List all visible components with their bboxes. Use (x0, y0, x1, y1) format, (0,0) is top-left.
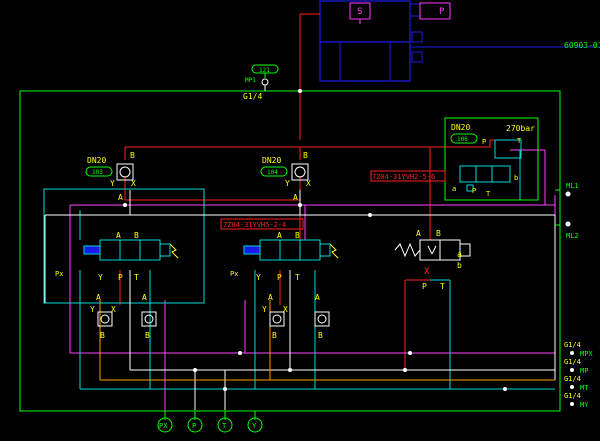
cartridge-valve-left: DN20 103 B Y X A A B Px Y P T A Y X B A … (55, 151, 179, 340)
middle-port-p: P (277, 273, 282, 282)
relief-bottom-p: P (472, 187, 476, 195)
mp-label: MP (580, 367, 588, 375)
middle-tag: 7Z04-31YVH5-2-4 (223, 221, 286, 229)
left-spool-b: B (134, 231, 139, 240)
relief-port-p: P (482, 138, 486, 146)
my-thread: G1/4 (564, 392, 581, 400)
middle-check-a2: A (315, 293, 320, 302)
left-port-p: P (118, 273, 123, 282)
relief-bubble: 106 (457, 136, 468, 143)
left-port-px: Px (55, 270, 63, 278)
left-spool-a: A (116, 231, 121, 240)
pilot-lines (69, 149, 556, 420)
pressure-relief-block: DN20 106 270bar P T a b P T 7Z04-31YVH2-… (370, 117, 539, 201)
right-port-b: B (436, 229, 441, 238)
pressure-lines (119, 139, 500, 370)
middle-port-t: T (295, 273, 300, 282)
left-port-b: B (130, 151, 135, 160)
junction-dots (123, 89, 507, 391)
relief-bottom-t: T (486, 190, 491, 198)
relief-port-b: b (514, 174, 518, 182)
relief-port-a: a (452, 185, 456, 193)
mp-thread: G1/4 (564, 358, 581, 366)
left-dn: DN20 (87, 156, 106, 165)
mpx-label: MPX (580, 350, 593, 358)
middle-bubble: 104 (267, 169, 278, 176)
relief-port-t: T (517, 137, 522, 145)
middle-port-px: Px (230, 270, 238, 278)
cylinder-label-s: S (357, 7, 362, 17)
middle-check-a1: A (268, 293, 273, 302)
cylinder: S P 60903-01 (299, 0, 600, 140)
drain-lines (44, 190, 556, 410)
middle-port-a: A (293, 193, 298, 202)
middle-port-bot-y: Y (256, 273, 261, 282)
middle-check-x: X (283, 305, 288, 314)
drawing-reference: 60903-01 (564, 41, 600, 50)
bottom-port-px: PX (159, 422, 168, 430)
right-edge-ports: ML1 ML2 G1/4 MPX G1/4 MP G1/4 MT G1/4 MY (564, 182, 593, 409)
ml1-label: ML1 (566, 182, 579, 190)
left-port-x: X (131, 179, 136, 188)
left-port-bot-y: Y (98, 273, 103, 282)
left-port-t: T (134, 273, 139, 282)
cartridge-valve-middle: DN20 104 B Y X A 7Z04-31YVH5-2-4 A B Px … (220, 151, 339, 340)
right-port-p: P (422, 282, 427, 291)
middle-check-b1: B (272, 331, 277, 340)
right-port-a: A (416, 229, 421, 238)
mpx-thread: G1/4 (564, 341, 581, 349)
middle-check-y: Y (262, 305, 267, 314)
middle-port-b: B (303, 151, 308, 160)
mt-thread: G1/4 (564, 375, 581, 383)
gauge-thread: G1/4 (243, 92, 262, 101)
assembly-boundary (19, 90, 561, 412)
middle-check-b2: B (318, 331, 323, 340)
mt-label: MT (580, 384, 589, 392)
gauge-bubble: 121 (259, 67, 270, 74)
left-check-x: X (111, 305, 116, 314)
left-check-a1: A (96, 293, 101, 302)
bottom-port-t: T (222, 422, 227, 430)
right-port-x: X (424, 267, 430, 277)
middle-spool-a: A (277, 231, 282, 240)
relief-dn: DN20 (451, 123, 470, 132)
right-solenoid-a: a (457, 250, 462, 259)
gauge-tag: MP1 (245, 77, 256, 84)
my-label: MY (580, 401, 589, 409)
relief-tag: 7Z04-31YVH2-5-6 (372, 173, 435, 181)
bottom-port-p: P (192, 422, 196, 430)
directional-valve-right: A B X P T a b (394, 229, 471, 291)
left-port-a: A (118, 193, 123, 202)
left-check-y: Y (90, 305, 95, 314)
middle-dn: DN20 (262, 156, 281, 165)
gauge-port-mp1: 121 MP1 G1/4 (243, 64, 279, 101)
right-solenoid-b: b (457, 261, 462, 270)
middle-port-y: Y (285, 179, 290, 188)
cylinder-label-p: P (439, 7, 445, 17)
right-port-t: T (440, 282, 445, 291)
middle-spool-b: B (295, 231, 300, 240)
relief-pressure: 270bar (506, 124, 535, 133)
bottom-port-y: Y (252, 422, 257, 430)
left-check-b2: B (145, 331, 150, 340)
middle-port-x: X (306, 179, 311, 188)
left-bubble: 103 (92, 169, 103, 176)
left-check-b1: B (100, 331, 105, 340)
left-port-y: Y (110, 179, 115, 188)
ml2-label: ML2 (566, 232, 579, 240)
left-check-a2: A (142, 293, 147, 302)
bottom-ports: PX P T Y (157, 417, 263, 433)
return-lines (43, 150, 555, 390)
